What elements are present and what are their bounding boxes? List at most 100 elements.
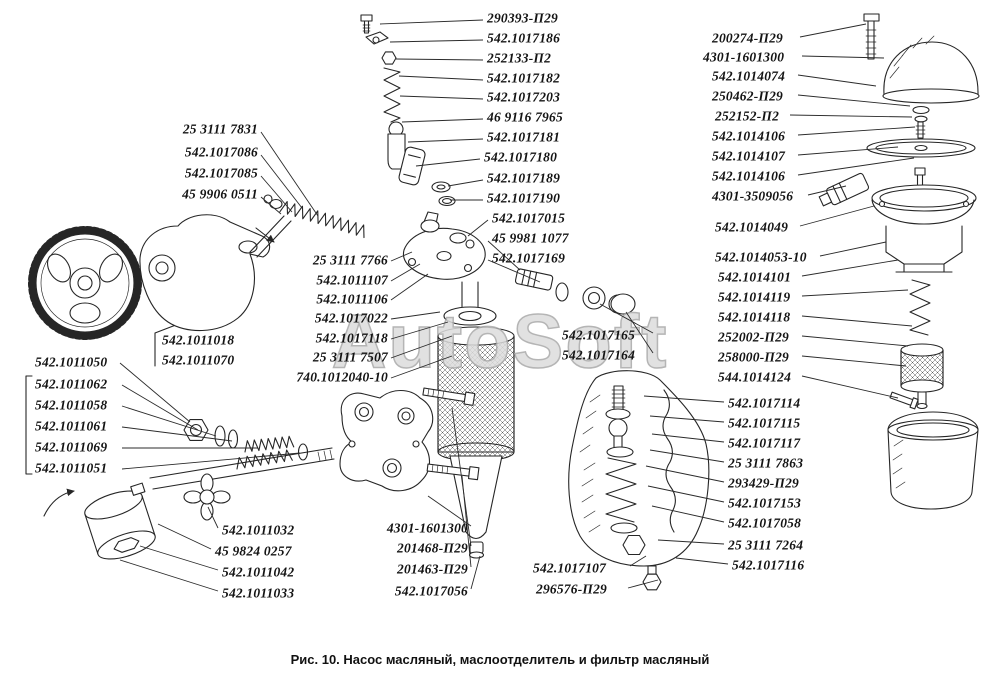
part-label: 542.1011051 [35, 460, 108, 476]
leader-line [599, 303, 654, 334]
part-label: 45 9906 0511 [182, 186, 258, 202]
leader-line [260, 154, 303, 209]
leader-line [157, 523, 212, 550]
leader-line [390, 311, 441, 320]
leader-line [789, 114, 913, 118]
leader-line [390, 355, 453, 379]
leader-line [801, 259, 899, 277]
part-label: 542.1014101 [718, 269, 792, 285]
leader-line [379, 19, 484, 25]
part-label: 201468-П29 [397, 540, 468, 556]
part-label: 542.1011107 [316, 272, 388, 288]
leader-line [649, 449, 725, 463]
leader-line [797, 126, 916, 136]
part-label: 542.1011069 [35, 439, 108, 455]
part-label: 252152-П2 [715, 108, 780, 124]
leader-line [645, 465, 725, 483]
part-label: 290393-П29 [487, 10, 558, 26]
part-label: 542.1017107 [533, 560, 607, 576]
part-label: 544.1014124 [718, 369, 792, 385]
part-label: 4301-1601300 [703, 49, 785, 65]
leader-line [797, 94, 911, 107]
part-label: 542.1017085 [184, 165, 258, 181]
part-label: 542.1017180 [484, 149, 558, 165]
part-label: 542.1014107 [712, 148, 786, 164]
part-label: 252133-П2 [487, 50, 552, 66]
leader-line [651, 433, 725, 443]
part-label: 200274-П29 [712, 30, 783, 46]
part-label: 252002-П29 [718, 329, 789, 345]
part-label: 542.1011058 [35, 397, 108, 413]
part-label: 542.1017203 [487, 89, 561, 105]
leader-line [121, 384, 199, 431]
part-label: 25 3111 7507 [312, 349, 388, 365]
part-label: 542.1017190 [487, 190, 561, 206]
part-label: 542.1017118 [315, 330, 388, 346]
leader-line [447, 179, 484, 187]
part-label: 542.1014119 [718, 289, 791, 305]
part-label: 542.1017114 [728, 395, 801, 411]
part-label: 25 3111 7264 [728, 537, 804, 553]
leader-line [470, 555, 481, 590]
part-label: 542.1014049 [715, 219, 789, 235]
leader-line [121, 452, 301, 470]
part-label: 542.1011070 [162, 352, 235, 368]
part-label: 542.1017115 [728, 415, 801, 431]
part-label: 296576-П29 [536, 581, 607, 597]
part-label: 542.1014106 [712, 168, 786, 184]
leader-line [398, 75, 484, 81]
leader-line [799, 23, 867, 38]
leader-line [675, 557, 729, 565]
leader-line [139, 545, 219, 571]
leader-line [801, 335, 909, 347]
leader-line [801, 55, 885, 59]
oil-separator-housing [568, 370, 710, 591]
separator-cover-parts [818, 13, 980, 510]
leader-line [657, 539, 725, 545]
part-label: 542.1017116 [732, 557, 805, 573]
part-label: 25 3111 7831 [182, 121, 258, 137]
part-label: 542.1017164 [562, 347, 636, 363]
leader-line [407, 138, 484, 143]
drive-gear [28, 226, 142, 340]
part-label: 542.1011033 [222, 585, 295, 601]
leader-line [427, 495, 472, 527]
leader-line [390, 263, 421, 282]
leader-line [467, 219, 489, 237]
part-label: 542.1011061 [35, 418, 108, 434]
part-label: 542.1014106 [712, 128, 786, 144]
leader-line [260, 196, 282, 215]
leader-line [461, 475, 472, 568]
pump-bottom-cover [339, 387, 480, 492]
leader-line [649, 415, 725, 423]
leader-line [801, 375, 899, 399]
part-label: 542.1017165 [562, 327, 636, 343]
leader-line [647, 485, 725, 503]
part-label: 542.1017058 [728, 515, 802, 531]
part-label: 542.1014118 [718, 309, 791, 325]
part-label: 25 3111 7766 [312, 252, 388, 268]
part-label: 542.1017182 [487, 70, 561, 86]
figure-caption: Рис. 10. Насос масляный, маслоотделитель… [290, 652, 710, 667]
leader-line [627, 579, 659, 589]
leader-line [797, 157, 915, 176]
part-label: 542.1017186 [487, 30, 561, 46]
part-label: 542.1017189 [487, 170, 561, 186]
leader-line [399, 95, 484, 100]
pump-cover [403, 211, 486, 280]
part-label: 201463-П29 [397, 561, 468, 577]
leader-line [121, 405, 217, 437]
oil-pump-body [139, 214, 275, 332]
leader-line [801, 289, 909, 297]
leader-line [119, 362, 191, 423]
part-label: 45 9824 0257 [215, 543, 292, 559]
leader-line [390, 335, 453, 359]
leader-line [643, 395, 725, 403]
leader-line [390, 251, 413, 262]
leader-line [625, 311, 654, 354]
part-label: 542.1017056 [394, 583, 468, 599]
part-label: 542.1011050 [35, 354, 108, 370]
